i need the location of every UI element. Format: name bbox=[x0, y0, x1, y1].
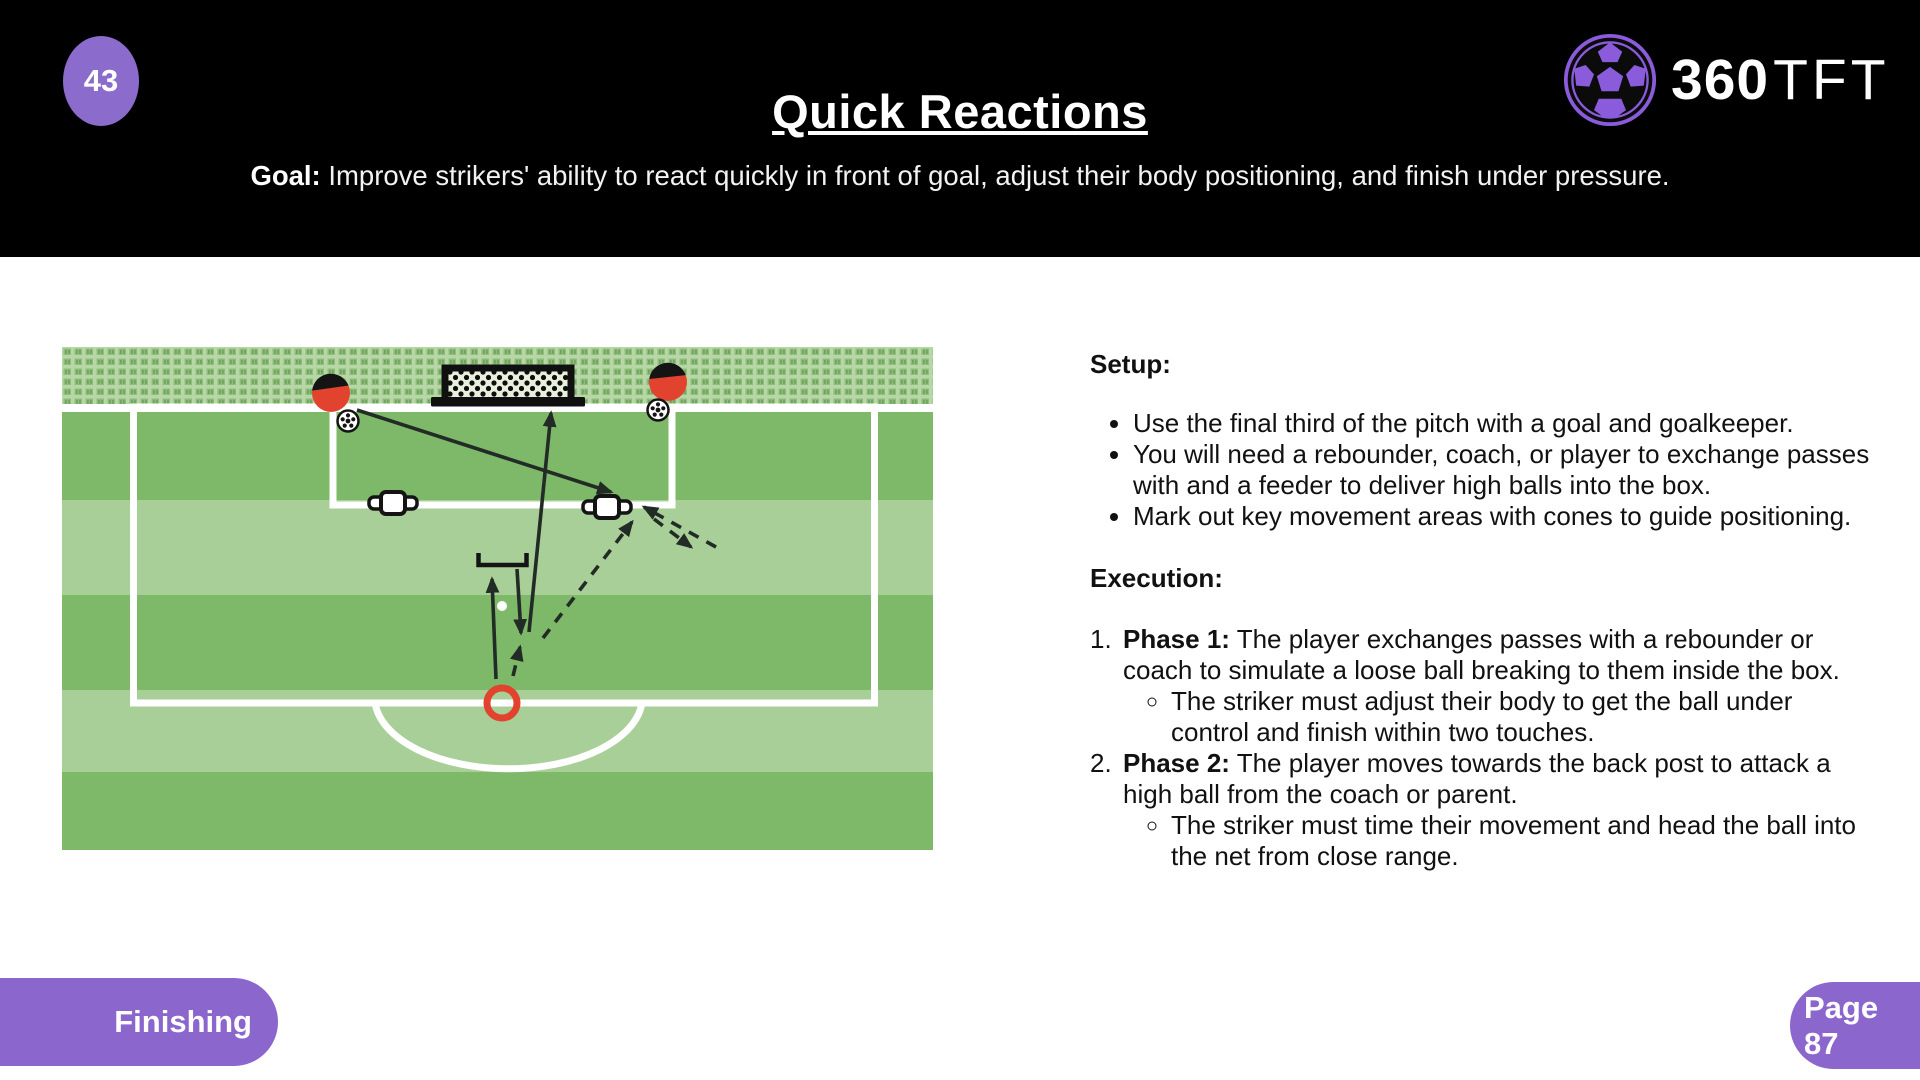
execution-item: 1.Phase 1: The player exchanges passes w… bbox=[1090, 624, 1872, 748]
player-left-icon bbox=[312, 373, 350, 412]
page-title: Quick Reactions bbox=[772, 85, 1148, 138]
ball-left-icon bbox=[336, 409, 360, 433]
pass-arrow-ball-to-rebounder bbox=[356, 408, 614, 495]
execution-heading: Execution: bbox=[1090, 563, 1223, 593]
run-arrow-short-up bbox=[510, 644, 524, 677]
execution-sub-item: The striker must time their movement and… bbox=[1171, 810, 1872, 872]
goal-base-bar bbox=[431, 397, 585, 407]
page-number-label: Page 87 bbox=[1804, 989, 1879, 1061]
striker-ring-icon bbox=[483, 684, 521, 722]
player-right-icon bbox=[649, 362, 687, 401]
pitch-stripes bbox=[62, 347, 933, 850]
brand-logo: 360 TFT bbox=[1563, 30, 1890, 130]
execution-sub-list: The striker must adjust their body to ge… bbox=[1123, 686, 1872, 748]
run-arrow-peel-off bbox=[652, 517, 694, 549]
setup-item: Use the final third of the pitch with a … bbox=[1133, 408, 1872, 439]
category-label: Finishing bbox=[114, 1004, 252, 1039]
execution-sub-item: The striker must adjust their body to ge… bbox=[1171, 686, 1872, 748]
goal-text: Improve strikers' ability to react quick… bbox=[320, 160, 1670, 191]
setup-list: Use the final third of the pitch with a … bbox=[1090, 408, 1872, 532]
return-pass-arrow-down bbox=[513, 568, 528, 636]
drill-number-badge: 43 bbox=[63, 36, 139, 126]
rebounder-left-icon bbox=[367, 490, 419, 516]
execution-sub-list: The striker must time their movement and… bbox=[1123, 810, 1872, 872]
execution-phase-label: Phase 1: bbox=[1123, 624, 1230, 654]
goal-description: Goal: Improve strikers' ability to react… bbox=[0, 160, 1920, 192]
penalty-spot bbox=[497, 601, 507, 611]
dashed-run-arrows bbox=[510, 505, 717, 677]
category-pill: Finishing bbox=[0, 978, 278, 1066]
page-number-pill: Page 87 bbox=[1790, 982, 1920, 1069]
six-yard-box bbox=[329, 403, 676, 509]
execution-phase-label: Phase 2: bbox=[1123, 748, 1230, 778]
setup-item: Mark out key movement areas with cones t… bbox=[1133, 501, 1872, 532]
drill-number: 43 bbox=[83, 63, 119, 98]
execution-item-number: 2. bbox=[1090, 748, 1112, 778]
brand-name-tft: TFT bbox=[1773, 48, 1890, 112]
execution-item: 2.Phase 2: The player moves towards the … bbox=[1090, 748, 1872, 872]
mini-rebounder-icon bbox=[476, 553, 529, 568]
solid-pass-arrows bbox=[356, 408, 614, 680]
drill-pitch-diagram bbox=[62, 347, 933, 850]
goal-label: Goal: bbox=[250, 160, 321, 191]
setup-heading: Setup: bbox=[1090, 349, 1171, 379]
soccer-ball-logo-icon bbox=[1563, 33, 1657, 127]
run-arrow-to-back-post bbox=[541, 519, 634, 640]
instructions-column: Setup: Use the final third of the pitch … bbox=[1090, 349, 1872, 872]
ball-right-icon bbox=[646, 398, 670, 422]
execution-list: 1.Phase 1: The player exchanges passes w… bbox=[1090, 624, 1872, 872]
pass-arrow-striker-up bbox=[485, 576, 500, 680]
run-arrow-up-left bbox=[641, 505, 717, 549]
goal bbox=[431, 364, 585, 407]
goal-net bbox=[441, 364, 575, 405]
brand-name: 360 TFT bbox=[1671, 47, 1890, 113]
penalty-arc bbox=[371, 702, 646, 773]
header-band: 43 Quick Reactions Goal: Improve striker… bbox=[0, 0, 1920, 257]
brand-name-360: 360 bbox=[1671, 48, 1770, 112]
shot-arrow-to-goal bbox=[527, 410, 557, 633]
execution-item-number: 1. bbox=[1090, 624, 1112, 654]
setup-item: You will need a rebounder, coach, or pla… bbox=[1133, 439, 1872, 501]
rebounder-right-icon bbox=[581, 494, 633, 520]
